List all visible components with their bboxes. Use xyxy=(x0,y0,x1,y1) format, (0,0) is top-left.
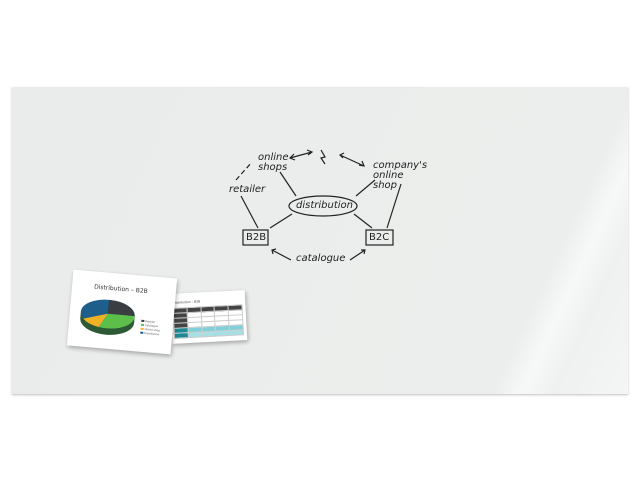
dashed-line-retailer xyxy=(235,161,253,181)
legend-item: Distribution xyxy=(140,331,159,336)
arrow-catalogue-b2c xyxy=(349,249,366,261)
line-b2c-company xyxy=(386,183,402,229)
line-b2c xyxy=(353,213,373,229)
label-retailer: retailer xyxy=(229,184,266,195)
label-company-shop: company's online shop xyxy=(373,160,428,191)
line-online-shops xyxy=(279,171,297,197)
table-sheet-title: Distribution – B2B xyxy=(173,299,201,305)
line-company xyxy=(355,179,376,197)
table-sheet: Distribution – B2B xyxy=(169,290,248,344)
label-b2b: B2B xyxy=(246,232,267,243)
pie-slice-catalogue xyxy=(98,313,135,329)
arrow-catalogue-b2b xyxy=(271,248,292,261)
b2c-box xyxy=(365,229,394,246)
label-distribution: distribution xyxy=(296,200,353,211)
b2b-box xyxy=(242,229,269,246)
label-online-shops: online shops xyxy=(258,152,289,173)
pie-sheet-title: Distribution – B2B xyxy=(93,283,149,296)
lightning-icon xyxy=(320,149,326,165)
arrow-online xyxy=(288,149,314,161)
pie-slice-online-shop xyxy=(83,313,108,328)
arrow-company xyxy=(338,152,365,167)
label-catalogue: catalogue xyxy=(296,253,346,264)
label-b2c: B2C xyxy=(369,232,390,243)
line-retailer xyxy=(240,195,259,229)
data-table xyxy=(172,304,244,339)
distribution-ellipse xyxy=(288,195,358,217)
pie-chart-sheet: Distribution – B2B Retailer Catalogue On… xyxy=(66,269,178,355)
line-b2b xyxy=(269,213,293,229)
pie-chart xyxy=(80,299,135,335)
pie-slice-retailer xyxy=(107,299,135,317)
